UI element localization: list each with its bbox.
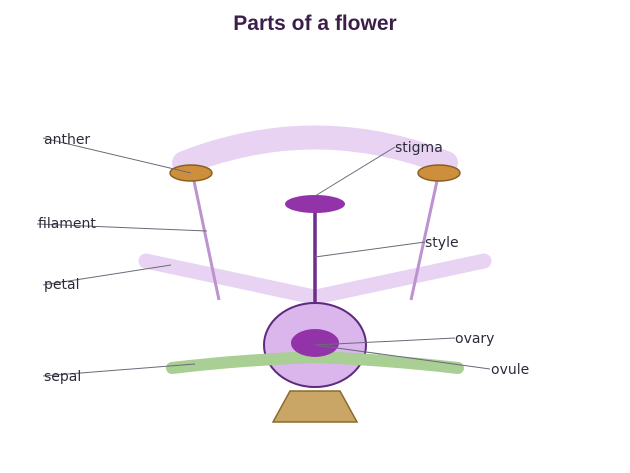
anther-right	[417, 164, 461, 182]
leader-ovule	[314, 344, 491, 370]
filament-right	[409, 180, 439, 301]
sepal-left	[166, 351, 321, 374]
leader-petal	[42, 264, 172, 286]
diagram-title: Parts of a flower	[233, 12, 396, 35]
petal-right	[308, 253, 492, 305]
filament-left	[192, 180, 221, 301]
petal-back	[172, 125, 458, 175]
petal-left	[138, 253, 322, 305]
label-ovule: ovule	[491, 362, 529, 378]
leader-filament	[36, 223, 208, 232]
leader-sepal	[42, 363, 196, 377]
receptacle	[271, 390, 359, 423]
label-style: style	[425, 235, 459, 251]
label-ovary: ovary	[455, 331, 494, 347]
leader-ovary	[314, 337, 456, 346]
stigma	[285, 195, 345, 213]
label-petal: petal	[44, 277, 79, 293]
leader-stigma	[314, 146, 396, 197]
leader-style	[314, 241, 426, 258]
sepal-right	[309, 351, 464, 374]
ovule	[291, 329, 339, 357]
label-filament: filament	[38, 216, 96, 232]
label-stigma: stigma	[395, 140, 443, 156]
label-sepal: sepal	[44, 369, 81, 385]
label-anther: anther	[44, 132, 90, 148]
leader-anther	[42, 137, 192, 174]
